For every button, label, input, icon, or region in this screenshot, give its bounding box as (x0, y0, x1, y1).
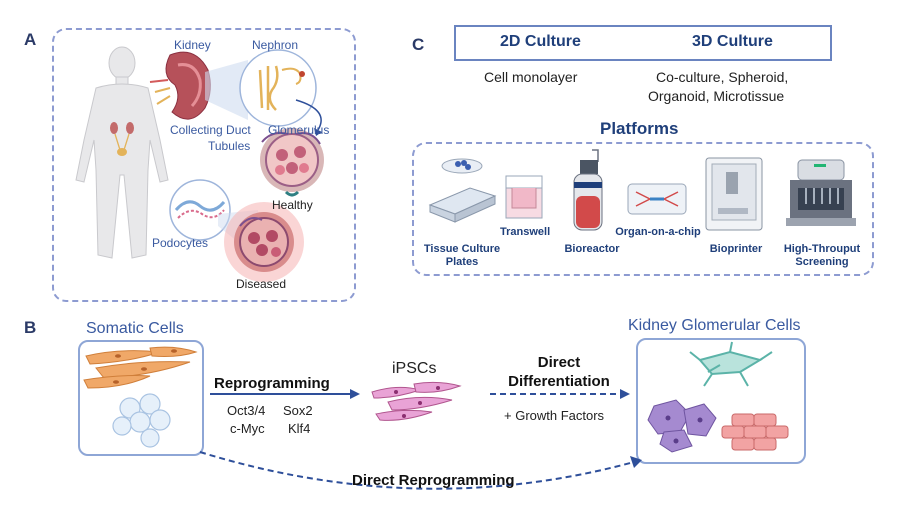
bioprinter-icon (705, 157, 763, 231)
bioreactor-icon (573, 149, 603, 231)
factor-oct34: Oct3/4 (227, 403, 266, 418)
platforms-frame (412, 142, 874, 276)
bioreactor-label: Bioreactor (564, 243, 620, 255)
panel-c-letter: C (412, 35, 425, 54)
ipsc-cells-icon (371, 381, 462, 421)
culture-header-box (454, 25, 832, 61)
nephron-icon (239, 49, 317, 127)
reprogramming-arrow-icon (350, 389, 360, 399)
high-throughput-screening-label: High-Throuput Screening (780, 243, 864, 269)
direct-differentiation-label: Direct Differentiation (498, 353, 620, 391)
culture-3d-description-line2: Organoid, Microtissue (648, 88, 785, 104)
kidney-glomerular-cells-title: Kidney Glomerular Cells (628, 317, 801, 334)
podocyte-cells-icon (689, 341, 773, 387)
tissue-culture-plates-label-line2: Plates (445, 256, 479, 268)
hts-label-line2: Screening (795, 256, 849, 268)
healthy-label: Healthy (272, 198, 313, 212)
diseased-glomerulus-icon (224, 202, 304, 282)
round-cells-icon (112, 393, 171, 448)
factor-cmyc: c-Myc (230, 421, 265, 436)
glomerulus-label: Glomerulus (268, 123, 330, 137)
reprogramming-label: Reprogramming (214, 375, 330, 392)
bioprinter-label: Bioprinter (709, 243, 763, 255)
culture-3d-description-line1: Co-culture, Spheroid, (656, 69, 789, 85)
somatic-cells-title: Somatic Cells (86, 320, 184, 337)
diseased-label: Diseased (236, 277, 287, 291)
tubules-label: Tubules (208, 139, 251, 153)
growth-factors-label: + Growth Factors (504, 408, 605, 423)
organ-on-chip-label: Organ-on-a-chip (615, 226, 701, 238)
direct-reprogramming-arrow-icon (630, 456, 642, 468)
human-body-icon (75, 46, 169, 259)
nephron-label: Nephron (252, 38, 299, 52)
high-throughput-screening-icon (786, 159, 856, 226)
direct-reprogramming-label: Direct Reprogramming (352, 472, 515, 489)
kidney-label: Kidney (174, 38, 211, 52)
tissue-culture-plates-label: Tissue Culture Plates (420, 243, 504, 269)
factor-klf4: Klf4 (288, 421, 311, 436)
factor-sox2: Sox2 (283, 403, 313, 418)
transwell-icon (505, 175, 543, 219)
ipscs-label: iPSCs (392, 360, 437, 377)
body-kidneys-icon (110, 122, 134, 156)
differentiation-arrow-icon (620, 389, 630, 399)
endothelial-cells-icon (721, 413, 789, 451)
organ-on-chip-icon (627, 183, 687, 215)
collecting-duct-label: Collecting Duct (170, 123, 251, 137)
direct-differentiation-line1: Direct (537, 354, 581, 371)
direct-differentiation-line2: Differentiation (508, 373, 610, 390)
tissue-culture-plates-label-line1: Tissue Culture (423, 243, 501, 255)
panel-a-letter: A (24, 30, 37, 49)
culture-2d-description: Cell monolayer (484, 69, 578, 85)
platforms-title: Platforms (600, 119, 679, 138)
hts-label-line1: High-Throuput (783, 243, 861, 255)
kidney-icon (149, 51, 211, 120)
fibroblast-cells-icon (83, 346, 198, 389)
panel-a-frame (52, 28, 356, 302)
culture-3d-heading: 3D Culture (692, 33, 773, 50)
podocytes-label: Podocytes (152, 236, 209, 250)
panel-b-letter: B (24, 318, 37, 337)
healthy-glomerulus-icon (260, 128, 324, 197)
mesangial-cells-icon (647, 399, 717, 453)
podocytes-icon (169, 179, 231, 241)
tissue-culture-plate-icon (428, 158, 497, 223)
culture-2d-heading: 2D Culture (500, 33, 581, 50)
transwell-label: Transwell (500, 226, 551, 238)
